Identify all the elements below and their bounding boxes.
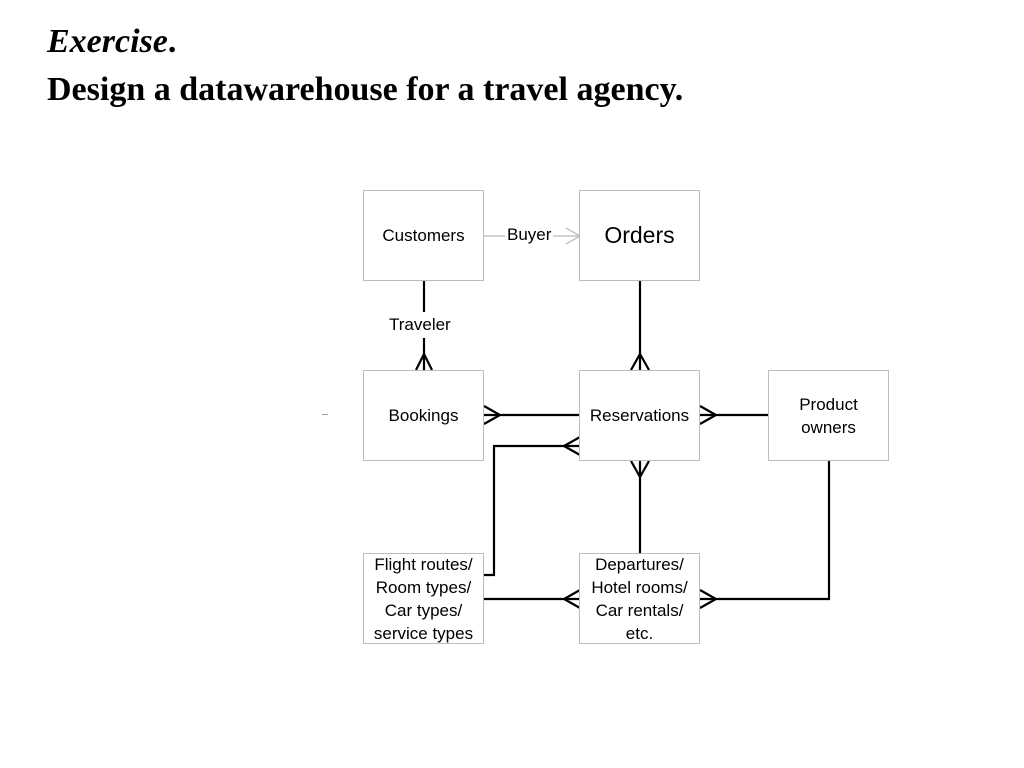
departures-line-4: etc.: [625, 623, 654, 643]
entity-orders: Orders: [579, 190, 700, 281]
relationship-label-traveler: Traveler: [387, 315, 453, 335]
entity-orders-label: Orders: [604, 222, 675, 248]
crowfoot-reservations-bottom: [630, 460, 650, 480]
entity-product-owners: Product owners: [768, 370, 889, 461]
departures-line-3: Car rentals/: [595, 600, 684, 620]
slide-title: Exercise. Design a datawarehouse for a t…: [47, 18, 683, 114]
types-reservations-line: [484, 444, 580, 577]
entity-departures: Departures/ Hotel rooms/ Car rentals/ et…: [579, 553, 700, 644]
types-line-4: service types: [373, 623, 474, 643]
crowfoot-bookings-top: [415, 351, 433, 371]
crowfoot-departures-right: [699, 589, 719, 609]
entity-customers: Customers: [363, 190, 484, 281]
crowfoot-reservations-right: [699, 405, 719, 425]
entity-bookings-label: Bookings: [388, 406, 459, 425]
product-owners-line-2: owners: [801, 417, 856, 437]
title-period: .: [167, 23, 177, 60]
product-owners-line-1: Product: [799, 394, 858, 414]
departures-line-1: Departures/: [595, 554, 684, 574]
productowners-departures-line: [700, 461, 831, 601]
title-exercise: Exercise: [47, 23, 168, 60]
entity-reservations: Reservations: [579, 370, 700, 461]
entity-bookings: Bookings: [363, 370, 484, 461]
types-line-3: Car types/: [384, 600, 463, 620]
crowfoot-bookings-right: [483, 405, 503, 425]
departures-line-2: Hotel rooms/: [591, 577, 688, 597]
types-line-2: Room types/: [375, 577, 472, 597]
relationship-label-buyer: Buyer: [505, 225, 554, 245]
title-task: Design a datawarehouse for a travel agen…: [47, 71, 684, 108]
types-line-1: Flight routes/: [374, 554, 473, 574]
crowfoot-departures-left: [561, 589, 581, 609]
crowfoot-reservations-left: [561, 436, 581, 456]
stray-dash-mark: [322, 414, 328, 415]
entity-reservations-label: Reservations: [589, 406, 690, 425]
crowfoot-reservations-top: [630, 351, 650, 371]
entity-service-types: Flight routes/ Room types/ Car types/ se…: [363, 553, 484, 644]
entity-customers-label: Customers: [382, 226, 465, 245]
